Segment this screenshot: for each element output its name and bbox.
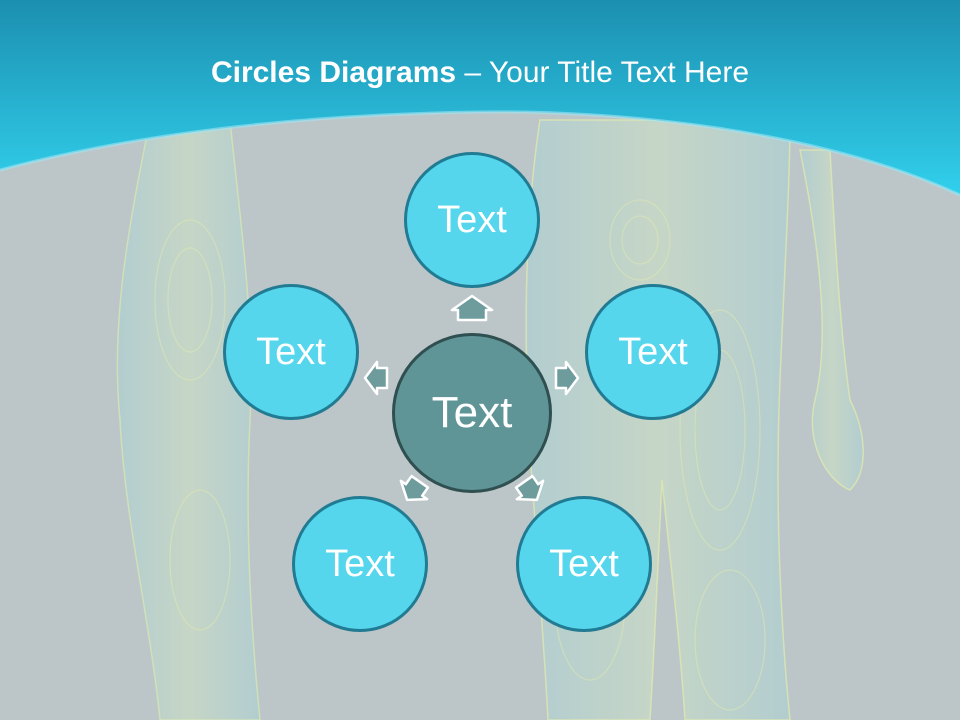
circle-bottom-left: Text <box>292 496 428 632</box>
arrow-up <box>450 294 494 322</box>
arrow-lower-left <box>399 474 430 502</box>
circle-right: Text <box>585 284 721 420</box>
circle-left: Text <box>223 284 359 420</box>
center-circle-label: Text <box>431 388 513 437</box>
header-band <box>0 0 960 195</box>
circle-top: Text <box>404 152 540 288</box>
title-separator: – <box>456 56 489 89</box>
circle-bottom-right-label: Text <box>549 542 619 585</box>
arrow-left <box>363 360 389 396</box>
circle-left-label: Text <box>256 330 326 373</box>
title-rest: Your Title Text Here <box>488 56 750 89</box>
slide-title: Circles Diagrams – Your Title Text Here <box>0 56 960 90</box>
circle-bottom-right: Text <box>516 496 652 632</box>
circle-bottom-left-label: Text <box>325 542 395 585</box>
arrow-right <box>554 360 580 396</box>
arrow-lower-right <box>514 474 545 502</box>
circle-right-label: Text <box>618 330 688 373</box>
circle-top-label: Text <box>437 198 507 241</box>
title-bold: Circles Diagrams <box>210 56 457 89</box>
center-circle: Text <box>392 333 552 493</box>
